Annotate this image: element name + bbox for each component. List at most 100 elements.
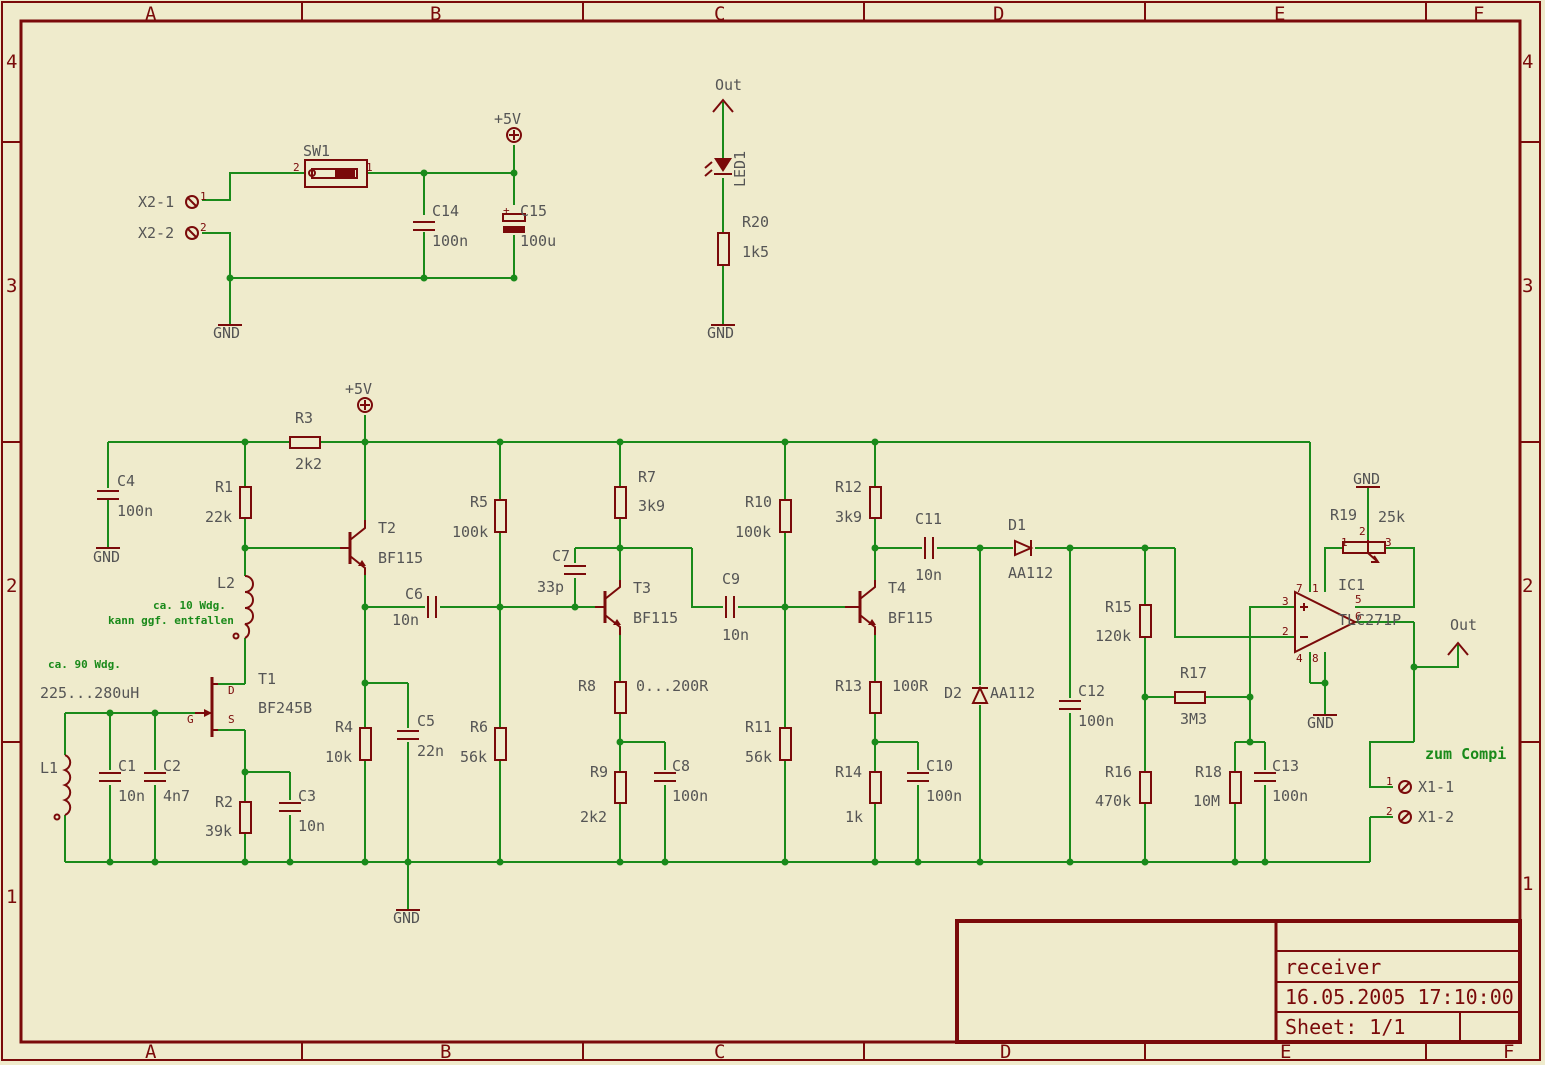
label-plus5v-mid: +5V [345,380,372,398]
label-t1-d: D [228,684,235,697]
label-c1-value: 10n [118,787,145,805]
label-r12-value: 3k9 [835,508,862,526]
label-c6: C6 [405,585,423,603]
switch-sw1-icon [304,159,368,188]
label-d1: D1 [1008,516,1026,534]
label-r16-value: 470k [1095,792,1131,810]
label-r17: R17 [1180,664,1207,682]
label-c2: C2 [163,757,181,775]
label-t1-value: BF245B [258,699,312,717]
label-plus5v-top: +5V [494,110,521,128]
label-zum-compi: zum Compi [1425,745,1506,763]
label-r8: R8 [578,677,596,695]
label-ic1: IC1 [1338,576,1365,594]
label-c5: C5 [417,712,435,730]
label-t4-value: BF115 [888,609,933,627]
label-l1-note: ca. 90 Wdg. [48,658,121,671]
svg-text:1: 1 [1386,775,1393,788]
svg-text:1: 1 [1312,582,1319,595]
label-r19-value: 25k [1378,508,1405,526]
label-r13-value: 100R [892,677,929,695]
label-gnd-3: GND [93,548,120,566]
label-c14: C14 [432,202,459,220]
jfet-transistor-icon [195,677,218,737]
zone-col-f-bottom: F [1503,1041,1514,1063]
label-l1-range: 225...280uH [40,684,139,702]
connector-x2-icon [185,195,199,240]
label-r12: R12 [835,478,862,496]
label-l2: L2 [217,574,235,592]
label-r9: R9 [590,763,608,781]
led-icon [704,158,732,177]
label-r4: R4 [335,718,353,736]
label-r15-value: 120k [1095,627,1131,645]
svg-text:1: 1 [1341,536,1348,549]
label-r20-value: 1k5 [742,243,769,261]
label-c14-value: 100n [432,232,468,250]
label-c3: C3 [298,787,316,805]
label-c12-value: 100n [1078,712,1114,730]
svg-text:1: 1 [366,161,373,174]
label-r11-value: 56k [745,748,772,766]
zone-row-3: 3 [6,275,17,297]
label-r19: R19 [1330,506,1357,524]
zone-col-c-bottom: C [714,1041,725,1063]
label-r13: R13 [835,677,862,695]
label-c8: C8 [672,757,690,775]
label-t1: T1 [258,670,276,688]
zone-labels: A B C D E F A B C D E F 4 3 2 1 4 3 2 1 [6,3,1533,1063]
label-x2-2: X2-2 [138,224,174,242]
inductor-icon [53,575,254,821]
label-r4-value: 10k [325,748,352,766]
label-t2: T2 [378,519,396,537]
zone-row-1-right: 1 [1522,873,1533,895]
title-date: 16.05.2005 17:10:00 [1285,985,1514,1009]
label-x1-2: X1-2 [1418,808,1454,826]
wires [64,102,1459,910]
label-t3: T3 [633,579,651,597]
label-d1-value: AA112 [1008,564,1053,582]
label-c1: C1 [118,757,136,775]
label-c11: C11 [915,510,942,528]
svg-text:7: 7 [1296,582,1303,595]
label-led1: LED1 [731,151,749,187]
label-c15-value: 100u [520,232,556,250]
svg-text:2: 2 [293,161,300,174]
label-c13: C13 [1272,757,1299,775]
label-r3-value: 2k2 [295,455,322,473]
label-l2-note2: kann ggf. entfallen [108,614,234,627]
zone-col-b-bottom: B [440,1041,451,1063]
label-t1-s: S [228,713,235,726]
zone-row-4-right: 4 [1522,51,1533,73]
svg-text:4: 4 [1296,652,1303,665]
title-name: receiver [1285,955,1381,979]
zone-col-d: D [993,3,1004,25]
label-r6-value: 56k [460,748,487,766]
label-c6-value: 10n [392,611,419,629]
label-c7-value: 33p [537,578,564,596]
label-r1-value: 22k [205,508,232,526]
label-r18: R18 [1195,763,1222,781]
title-sheet: Sheet: 1/1 [1285,1015,1405,1039]
diode-icon [971,539,1034,704]
svg-text:2: 2 [1359,525,1366,538]
label-r14-value: 1k [845,808,863,826]
label-out-1: Out [715,76,742,94]
label-r10: R10 [745,493,772,511]
label-r2-value: 39k [205,822,232,840]
label-c2-value: 4n7 [163,787,190,805]
gnd-icon [96,324,1380,911]
label-c7: C7 [552,547,570,565]
junctions [106,169,1418,866]
label-r10-value: 100k [735,523,771,541]
label-r15: R15 [1105,598,1132,616]
label-gnd-2: GND [707,324,734,342]
zone-row-4: 4 [6,51,17,73]
connector-x1-icon [1398,780,1412,824]
label-t1-g: G [187,713,194,726]
title-block: receiver 16.05.2005 17:10:00 Sheet: 1/1 [955,919,1522,1044]
zone-col-b: B [430,3,441,25]
label-ic1-value: TLC271P [1338,611,1401,629]
